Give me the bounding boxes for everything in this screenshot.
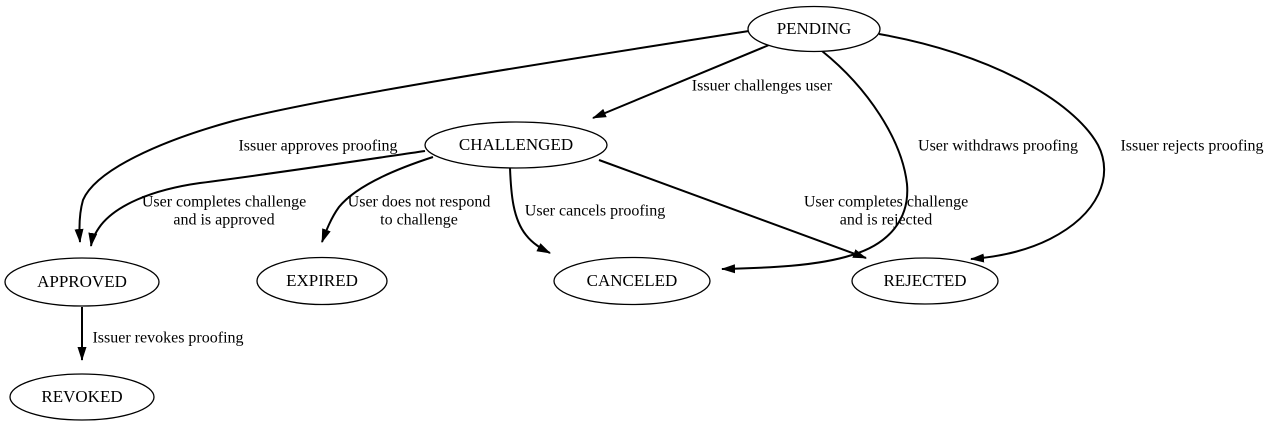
edge-label-user-does-not-respond: User does not respond to challenge <box>348 194 491 229</box>
node-pending-ellipse <box>747 5 881 53</box>
edge-label-user-withdraws-proofing: User withdraws proofing <box>918 138 1078 155</box>
node-canceled-label: CANCELED <box>587 271 678 290</box>
node-pending-label: PENDING <box>777 19 852 38</box>
node-challenged-ellipse <box>424 121 608 169</box>
edge-labels: Issuer challenges user Issuer approves p… <box>92 78 1263 347</box>
edge-pending-to-rejected <box>878 33 1106 263</box>
edge-label-user-completes-challenge-approved: User completes challenge and is approved <box>142 194 306 229</box>
svg-text:and is approved: and is approved <box>173 212 274 229</box>
node-rejected: REJECTED <box>851 257 999 305</box>
node-expired-ellipse <box>256 256 388 306</box>
nodes: PENDING CHALLENGED APPROVED EXPIRED CANC… <box>4 5 999 421</box>
node-approved-label: APPROVED <box>37 272 127 291</box>
edge-pending-to-approved <box>74 30 750 243</box>
edge-label-user-completes-challenge-rejected: User completes challenge and is rejected <box>804 194 968 229</box>
edge-label-issuer-challenges-user: Issuer challenges user <box>692 78 833 95</box>
edge-label-user-cancels-proofing: User cancels proofing <box>525 203 665 220</box>
node-canceled-ellipse <box>553 256 711 306</box>
edge-pending-to-challenged <box>592 44 770 119</box>
node-challenged-label: CHALLENGED <box>459 135 573 154</box>
edges <box>74 30 1106 361</box>
node-approved-ellipse <box>4 257 160 307</box>
svg-text:to challenge: to challenge <box>380 212 458 229</box>
node-expired-label: EXPIRED <box>286 271 358 290</box>
edge-pending-to-canceled <box>721 50 909 274</box>
svg-text:User completes challenge: User completes challenge <box>142 194 306 211</box>
node-approved: APPROVED <box>4 257 160 307</box>
svg-text:User does not respond: User does not respond <box>348 194 491 211</box>
node-canceled: CANCELED <box>553 256 711 306</box>
edge-challenged-to-canceled <box>509 167 551 254</box>
node-revoked-label: REVOKED <box>41 387 122 406</box>
edge-label-issuer-revokes-proofing: Issuer revokes proofing <box>92 330 243 347</box>
edge-challenged-to-approved <box>88 150 426 247</box>
node-revoked-ellipse <box>9 373 155 421</box>
node-revoked: REVOKED <box>9 373 155 421</box>
svg-text:and is rejected: and is rejected <box>840 212 932 229</box>
node-rejected-ellipse <box>851 257 999 305</box>
edge-challenged-to-expired <box>321 156 434 243</box>
edge-label-issuer-approves-proofing: Issuer approves proofing <box>238 138 397 155</box>
svg-text:User completes challenge: User completes challenge <box>804 194 968 211</box>
edge-challenged-to-rejected <box>598 159 867 259</box>
node-expired: EXPIRED <box>256 256 388 306</box>
node-challenged: CHALLENGED <box>424 121 608 169</box>
node-pending: PENDING <box>747 5 881 53</box>
edge-label-issuer-rejects-proofing: Issuer rejects proofing <box>1120 138 1263 155</box>
node-rejected-label: REJECTED <box>883 271 966 290</box>
